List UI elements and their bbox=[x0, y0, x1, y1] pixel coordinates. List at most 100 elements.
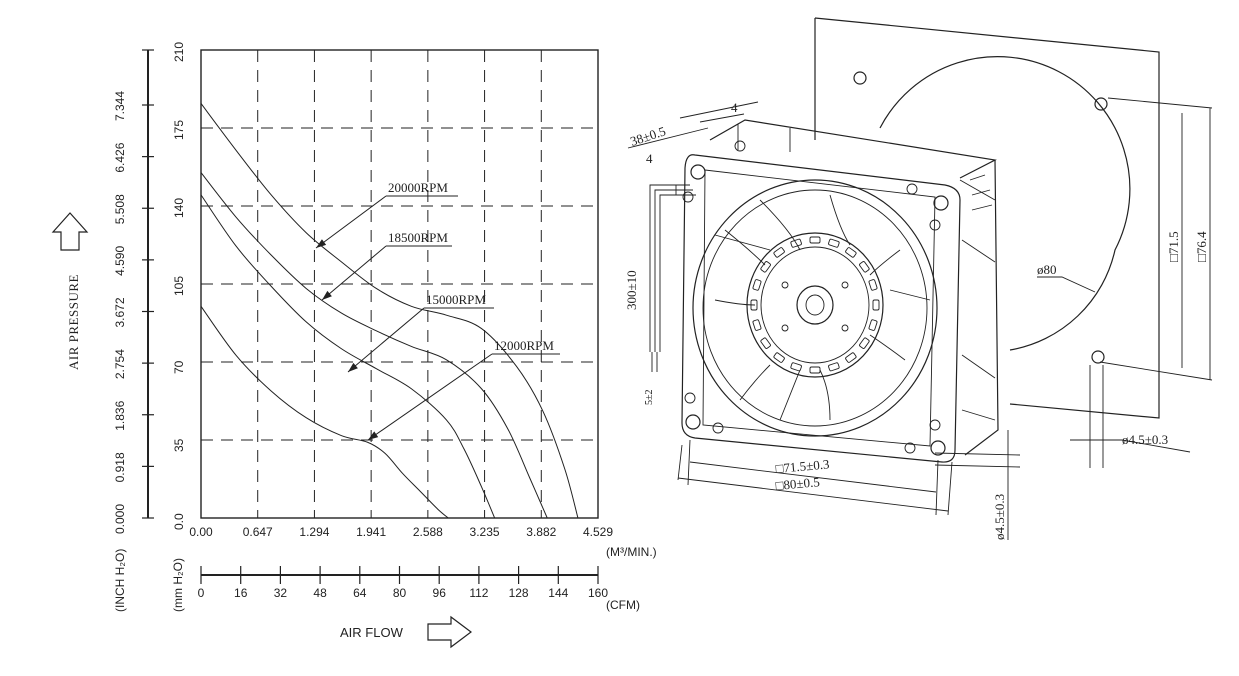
hub-slot bbox=[845, 352, 857, 363]
x-tick-label-cfm: 144 bbox=[548, 586, 568, 600]
rpm-leader-arrowhead bbox=[322, 290, 332, 300]
rpm-labels: 20000RPM 18500RPM 15000RPM 12000RPM bbox=[315, 180, 560, 441]
dim-flange-a: 4 bbox=[731, 100, 738, 115]
chart-grid bbox=[201, 50, 598, 518]
hub-slots bbox=[750, 236, 880, 374]
hub-slot bbox=[809, 366, 821, 374]
x-tick-label-cfm: 160 bbox=[588, 586, 608, 600]
x-tick-label-cfm: 128 bbox=[509, 586, 529, 600]
hub-slot bbox=[845, 247, 857, 258]
dim-hole-dia-h: ø4.5±0.3 bbox=[1122, 432, 1168, 447]
y-tick-marks bbox=[142, 49, 154, 519]
rpm-leader-line bbox=[321, 245, 387, 301]
y-axis-title: AIR PRESSURE bbox=[66, 274, 81, 370]
hub-slot bbox=[868, 279, 878, 291]
x-tick-label-m3min: 3.882 bbox=[526, 525, 556, 539]
x-unit-cfm: (CFM) bbox=[606, 598, 640, 612]
dim-hole-spacing-v: □71.5 bbox=[1166, 231, 1181, 262]
dim-hole-dia-v: ø4.5±0.3 bbox=[992, 494, 1007, 540]
fan-drawing bbox=[649, 17, 1160, 463]
y-tick-label-inh2o: 0.918 bbox=[113, 452, 127, 482]
plot-frame bbox=[200, 49, 599, 519]
rpm-leader-line bbox=[315, 195, 387, 249]
x-tick-label-m3min: 1.294 bbox=[299, 525, 329, 539]
hub-slot bbox=[752, 319, 762, 331]
x-tick-marks bbox=[200, 566, 599, 584]
dim-body-v: □76.4 bbox=[1194, 231, 1209, 262]
x-tick-label-cfm: 32 bbox=[274, 586, 288, 600]
hub-slot bbox=[809, 236, 821, 244]
y-tick-label-mmh2o: 140 bbox=[172, 198, 186, 218]
arrow-up-icon bbox=[51, 212, 89, 251]
y-tick-label-inh2o: 0.000 bbox=[113, 504, 127, 534]
y-tick-label-mmh2o: 105 bbox=[172, 276, 186, 296]
hub-slot bbox=[760, 261, 771, 273]
rpm-label: 15000RPM bbox=[426, 292, 486, 307]
curve-15000rpm bbox=[200, 194, 496, 519]
hub-slot bbox=[790, 362, 802, 372]
y-tick-label-inh2o: 2.754 bbox=[113, 349, 127, 379]
hub-slot bbox=[872, 299, 880, 311]
y-tick-label-inh2o: 7.344 bbox=[113, 91, 127, 121]
hub-slot bbox=[828, 362, 840, 372]
y-tick-labels-mmh2o: 0.0 35 70 105 140 175 210 bbox=[172, 42, 186, 530]
y-unit-inh2o: (INCH H₂O) bbox=[113, 549, 127, 612]
rpm-leader-arrowhead bbox=[368, 431, 379, 440]
y-tick-label-mmh2o: 0.0 bbox=[172, 513, 186, 530]
curve-12000rpm bbox=[200, 305, 449, 519]
rpm-label: 12000RPM bbox=[494, 338, 554, 353]
hub-slot bbox=[750, 299, 758, 311]
y-tick-label-mmh2o: 35 bbox=[172, 438, 186, 452]
y-unit-mmh2o: (mm H₂O) bbox=[171, 558, 185, 612]
y-tick-labels-inh2o: 0.000 0.918 1.836 2.754 3.672 4.590 5.508 6.426… bbox=[113, 91, 127, 534]
y-tick-label-inh2o: 6.426 bbox=[113, 142, 127, 172]
x-unit-m3min: (M³/MIN.) bbox=[606, 545, 657, 559]
hub-slot bbox=[859, 337, 870, 349]
y-tick-label-mmh2o: 175 bbox=[172, 120, 186, 140]
y-tick-label-mmh2o: 70 bbox=[172, 360, 186, 374]
dim-depth: 38±0.5 bbox=[628, 123, 667, 149]
pq-curves bbox=[200, 103, 579, 519]
rpm-leader-arrowhead bbox=[316, 239, 327, 248]
dim-strip: 5±2 bbox=[644, 390, 655, 406]
dim-hole-spacing-h: □71.5±0.3 bbox=[775, 456, 830, 476]
x-tick-label-m3min: 0.00 bbox=[189, 525, 213, 539]
hub-slot bbox=[859, 261, 870, 273]
curve-20000rpm bbox=[200, 103, 579, 519]
x-tick-label-cfm: 16 bbox=[234, 586, 248, 600]
x-tick-label-cfm: 64 bbox=[353, 586, 367, 600]
curve-18500rpm bbox=[200, 172, 548, 519]
x-tick-label-cfm: 112 bbox=[469, 586, 488, 600]
dimensions: 38±0.5 4 4 300±10 5±2 ø80 □71.5 □76.4 □7… bbox=[624, 97, 1213, 540]
hub-slot bbox=[773, 352, 785, 363]
y-tick-label-inh2o: 3.672 bbox=[113, 297, 127, 327]
x-tick-label-cfm: 48 bbox=[313, 586, 327, 600]
y-tick-label-inh2o: 5.508 bbox=[113, 194, 127, 224]
x-tick-labels-cfm: 0 16 32 48 64 80 96 112 128 144 160 bbox=[198, 586, 609, 600]
x-tick-label-cfm: 96 bbox=[433, 586, 447, 600]
y-tick-label-inh2o: 4.590 bbox=[113, 246, 127, 276]
x-tick-label-m3min: 4.529 bbox=[583, 525, 613, 539]
y-tick-label-inh2o: 1.836 bbox=[113, 400, 127, 430]
y-tick-label-mmh2o: 210 bbox=[172, 42, 186, 62]
x-tick-label-m3min: 0.647 bbox=[243, 525, 273, 539]
hub-slot bbox=[760, 337, 771, 349]
hub-slot bbox=[868, 319, 878, 331]
dim-diameter: ø80 bbox=[1037, 262, 1057, 277]
dim-lead-length: 300±10 bbox=[624, 270, 639, 310]
x-tick-label-m3min: 3.235 bbox=[470, 525, 500, 539]
rpm-label: 20000RPM bbox=[388, 180, 448, 195]
hub-slot bbox=[828, 238, 840, 248]
x-axis-title: AIR FLOW bbox=[340, 625, 404, 640]
rpm-leader-line bbox=[367, 353, 493, 441]
x-tick-label-cfm: 80 bbox=[393, 586, 407, 600]
dim-flange-b: 4 bbox=[646, 151, 653, 166]
rpm-label: 18500RPM bbox=[388, 230, 448, 245]
x-tick-label-cfm: 0 bbox=[198, 586, 205, 600]
hub-slot bbox=[752, 279, 762, 291]
arrow-right-icon bbox=[427, 615, 472, 649]
dim-body-h: □80±0.5 bbox=[775, 474, 820, 493]
